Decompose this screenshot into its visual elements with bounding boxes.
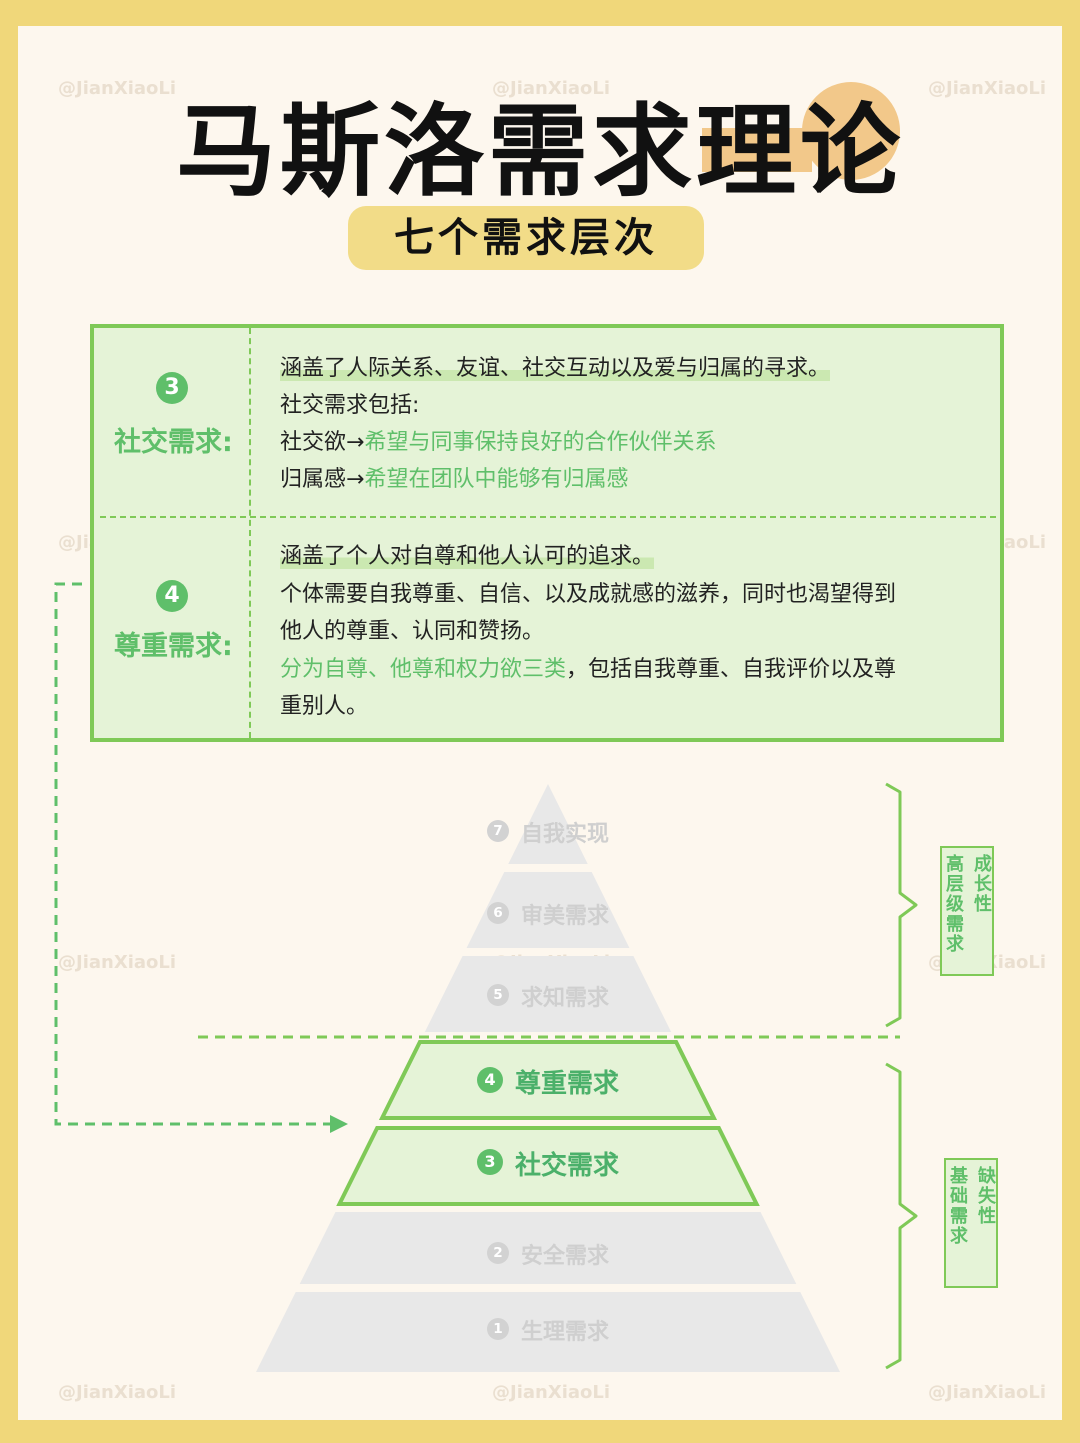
panel-divider-vertical [249,328,251,738]
pyramid-badge-2: 2 [487,1242,509,1264]
description-line: 涵盖了人际关系、友谊、社交互动以及爱与归属的寻求。 [280,350,831,382]
description-line: 社交欲→希望与同事保持良好的合作伙伴关系 [280,424,716,456]
pyramid-badge-7: 7 [487,820,509,842]
pyramid-badge-5: 5 [487,984,509,1006]
label-social: 社交需求: [114,427,233,458]
info-panel: 3 社交需求: 涵盖了人际关系、友谊、社交互动以及爱与归属的寻求。社交需求包括:… [90,324,1004,742]
panel-divider-horizontal [100,516,996,518]
pyramid-label-7: 自我实现 [521,822,610,847]
pyramid-label-5: 求知需求 [521,986,610,1011]
pyramid-label-4: 尊重需求 [515,1069,620,1099]
description-line: 涵盖了个人对自尊和他人认可的追求。 [280,538,655,570]
pyramid-label-2: 安全需求 [521,1244,610,1269]
group-growth-col-2: 高层级需求 [943,854,964,954]
text-run: 分为自尊、他尊和权力欲三类 [280,656,567,682]
label-esteem: 尊重需求: [114,631,233,662]
description-line: 社交需求包括: [280,387,419,419]
pyramid-badge-3: 3 [477,1149,503,1175]
pyramid-badge-6: 6 [487,902,509,924]
text-run: 他人的尊重、认同和赞扬。 [280,619,545,644]
group-deficiency-col-2: 基础需求 [947,1166,968,1246]
watermark: @JianXiaoLi [492,78,611,99]
watermark: @JianXiaoLi [58,952,177,973]
title-highlight-circle [802,82,900,180]
page-title: 马斯洛需求理论 [176,93,904,210]
badge-social: 3 [156,372,188,404]
group-growth-needs: 成长性 高层级需求 [940,846,994,976]
text-run: 涵盖了人际关系、友谊、社交互动以及爱与归属的寻求。 [280,356,831,381]
description-line: 重别人。 [280,688,368,720]
badge-esteem: 4 [156,580,188,612]
text-run: 涵盖了个人对自尊和他人认可的追求。 [280,544,655,569]
title-highlight-bar [702,128,812,172]
description-line: 他人的尊重、认同和赞扬。 [280,613,544,645]
pyramid-badge-4: 4 [477,1067,503,1093]
text-run: 社交欲→ [280,430,365,455]
page-subtitle: 七个需求层次 [348,206,704,270]
text-run: 社交需求包括: [280,393,420,418]
text-run: 个体需要自我尊重、自信、以及成就感的滋养，同时也渴望得到 [280,581,897,607]
pyramid-label-1: 生理需求 [521,1320,610,1345]
watermark: @JianXiaoLi [58,1382,177,1403]
text-run: 重别人。 [280,694,369,719]
text-run: 希望在团队中能够有归属感 [364,467,629,492]
watermark: @JianXiaoLi [58,78,177,99]
description-line: 个体需要自我尊重、自信、以及成就感的滋养，同时也渴望得到 [280,576,896,608]
watermark: @JianXiaoLi [492,952,611,973]
watermark: @JianXiaoLi [492,1382,611,1403]
text-run: 希望与同事保持良好的合作伙伴关系 [364,430,717,455]
pyramid-badge-1: 1 [487,1318,509,1340]
group-growth-col-1: 成长性 [971,854,992,914]
description-line: 分为自尊、他尊和权力欲三类，包括自我尊重、自我评价以及尊 [280,651,896,683]
watermark: @JianXiaoLi [928,1382,1047,1403]
watermark: @JianXiaoLi [928,78,1047,99]
group-deficiency-needs: 缺失性 基础需求 [944,1158,998,1288]
pyramid-label-6: 审美需求 [521,904,610,929]
group-deficiency-col-1: 缺失性 [975,1166,996,1226]
text-run: ，包括自我尊重、自我评价以及尊 [566,656,897,682]
pyramid-label-3: 社交需求 [515,1151,620,1181]
description-line: 归属感→希望在团队中能够有归属感 [280,461,628,493]
text-run: 归属感→ [280,467,365,492]
